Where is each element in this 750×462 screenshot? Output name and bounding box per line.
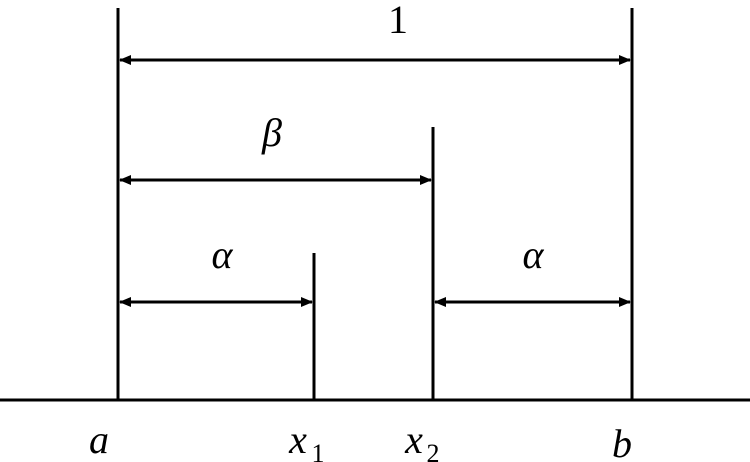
label-alpha-right: α [523,232,545,277]
label-beta: β [261,110,282,155]
label-x1-base: x [288,417,307,462]
label-point-a: a [89,417,109,462]
label-alpha-left: α [212,232,234,277]
label-point-b: b [612,421,632,462]
label-point-x2: x 2 [404,417,439,462]
label-point-x1: x 1 [288,417,324,462]
label-x1-subscript: 1 [312,439,325,462]
label-x2-subscript: 2 [427,439,440,462]
label-x2-base: x [404,417,423,462]
label-total: 1 [388,0,408,42]
